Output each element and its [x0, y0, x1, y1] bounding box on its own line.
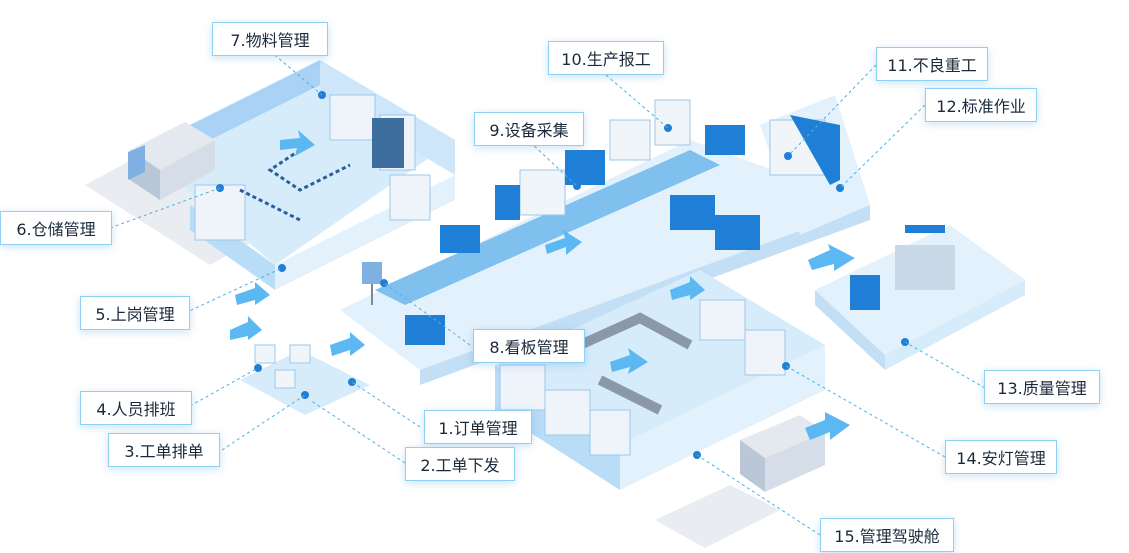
kanban-board — [362, 262, 382, 284]
cmm-machine — [895, 245, 955, 290]
warehouse-arrow — [280, 130, 315, 156]
label-work-order-issue: 2.工单下发 — [405, 447, 515, 481]
office-arrow-right — [330, 332, 365, 356]
label-equipment-collection: 9.设备采集 — [474, 112, 584, 146]
truck-arrow — [805, 412, 850, 440]
quality-crates — [850, 275, 880, 310]
label-post-management: 5.上岗管理 — [80, 296, 190, 330]
delivery-truck-right — [740, 415, 825, 492]
label-andon-management: 14.安灯管理 — [945, 440, 1057, 474]
lower-conveyor — [577, 312, 693, 415]
rework-zone — [760, 95, 870, 235]
leader-lines — [109, 50, 986, 536]
qr-wall — [372, 118, 404, 168]
line-conveyor — [375, 150, 720, 305]
label-standard-operation: 12.标准作业 — [925, 88, 1037, 122]
delivery-truck-left — [128, 122, 215, 200]
quality-front-right — [885, 280, 1025, 370]
lower-shelves — [499, 299, 786, 456]
lower-warehouse-zone — [495, 270, 850, 548]
lower-right-wall — [620, 345, 825, 490]
lower-arrow — [610, 348, 648, 374]
label-rework: 11.不良重工 — [876, 47, 988, 81]
label-work-order-scheduling: 3.工单排单 — [108, 433, 220, 467]
quality-arrow — [808, 244, 855, 271]
lower-base — [655, 485, 780, 548]
label-material-management: 7.物料管理 — [212, 22, 328, 56]
label-warehouse-management: 6.仓储管理 — [0, 211, 112, 245]
quality-zone — [808, 225, 1025, 370]
office-zone — [230, 282, 370, 415]
label-management-cockpit: 15.管理驾驶舱 — [820, 518, 954, 552]
label-kanban-management: 8.看板管理 — [473, 329, 585, 363]
post-arrow — [235, 282, 270, 305]
lower-arrow-top — [670, 276, 705, 300]
label-order-management: 1.订单管理 — [424, 410, 532, 444]
quality-front — [815, 290, 885, 370]
label-quality-management: 13.质量管理 — [984, 370, 1100, 404]
office-arrow-left — [230, 316, 262, 340]
production-line-zone — [340, 99, 870, 385]
office-floor — [240, 350, 370, 415]
line-floor — [340, 140, 870, 370]
warehouse-zone — [85, 60, 455, 290]
line-arrow — [545, 230, 582, 255]
label-staff-scheduling: 4.人员排班 — [80, 391, 192, 425]
blue-crates — [405, 125, 760, 345]
label-production-report: 10.生产报工 — [548, 41, 664, 75]
warehouse-route — [239, 148, 351, 222]
